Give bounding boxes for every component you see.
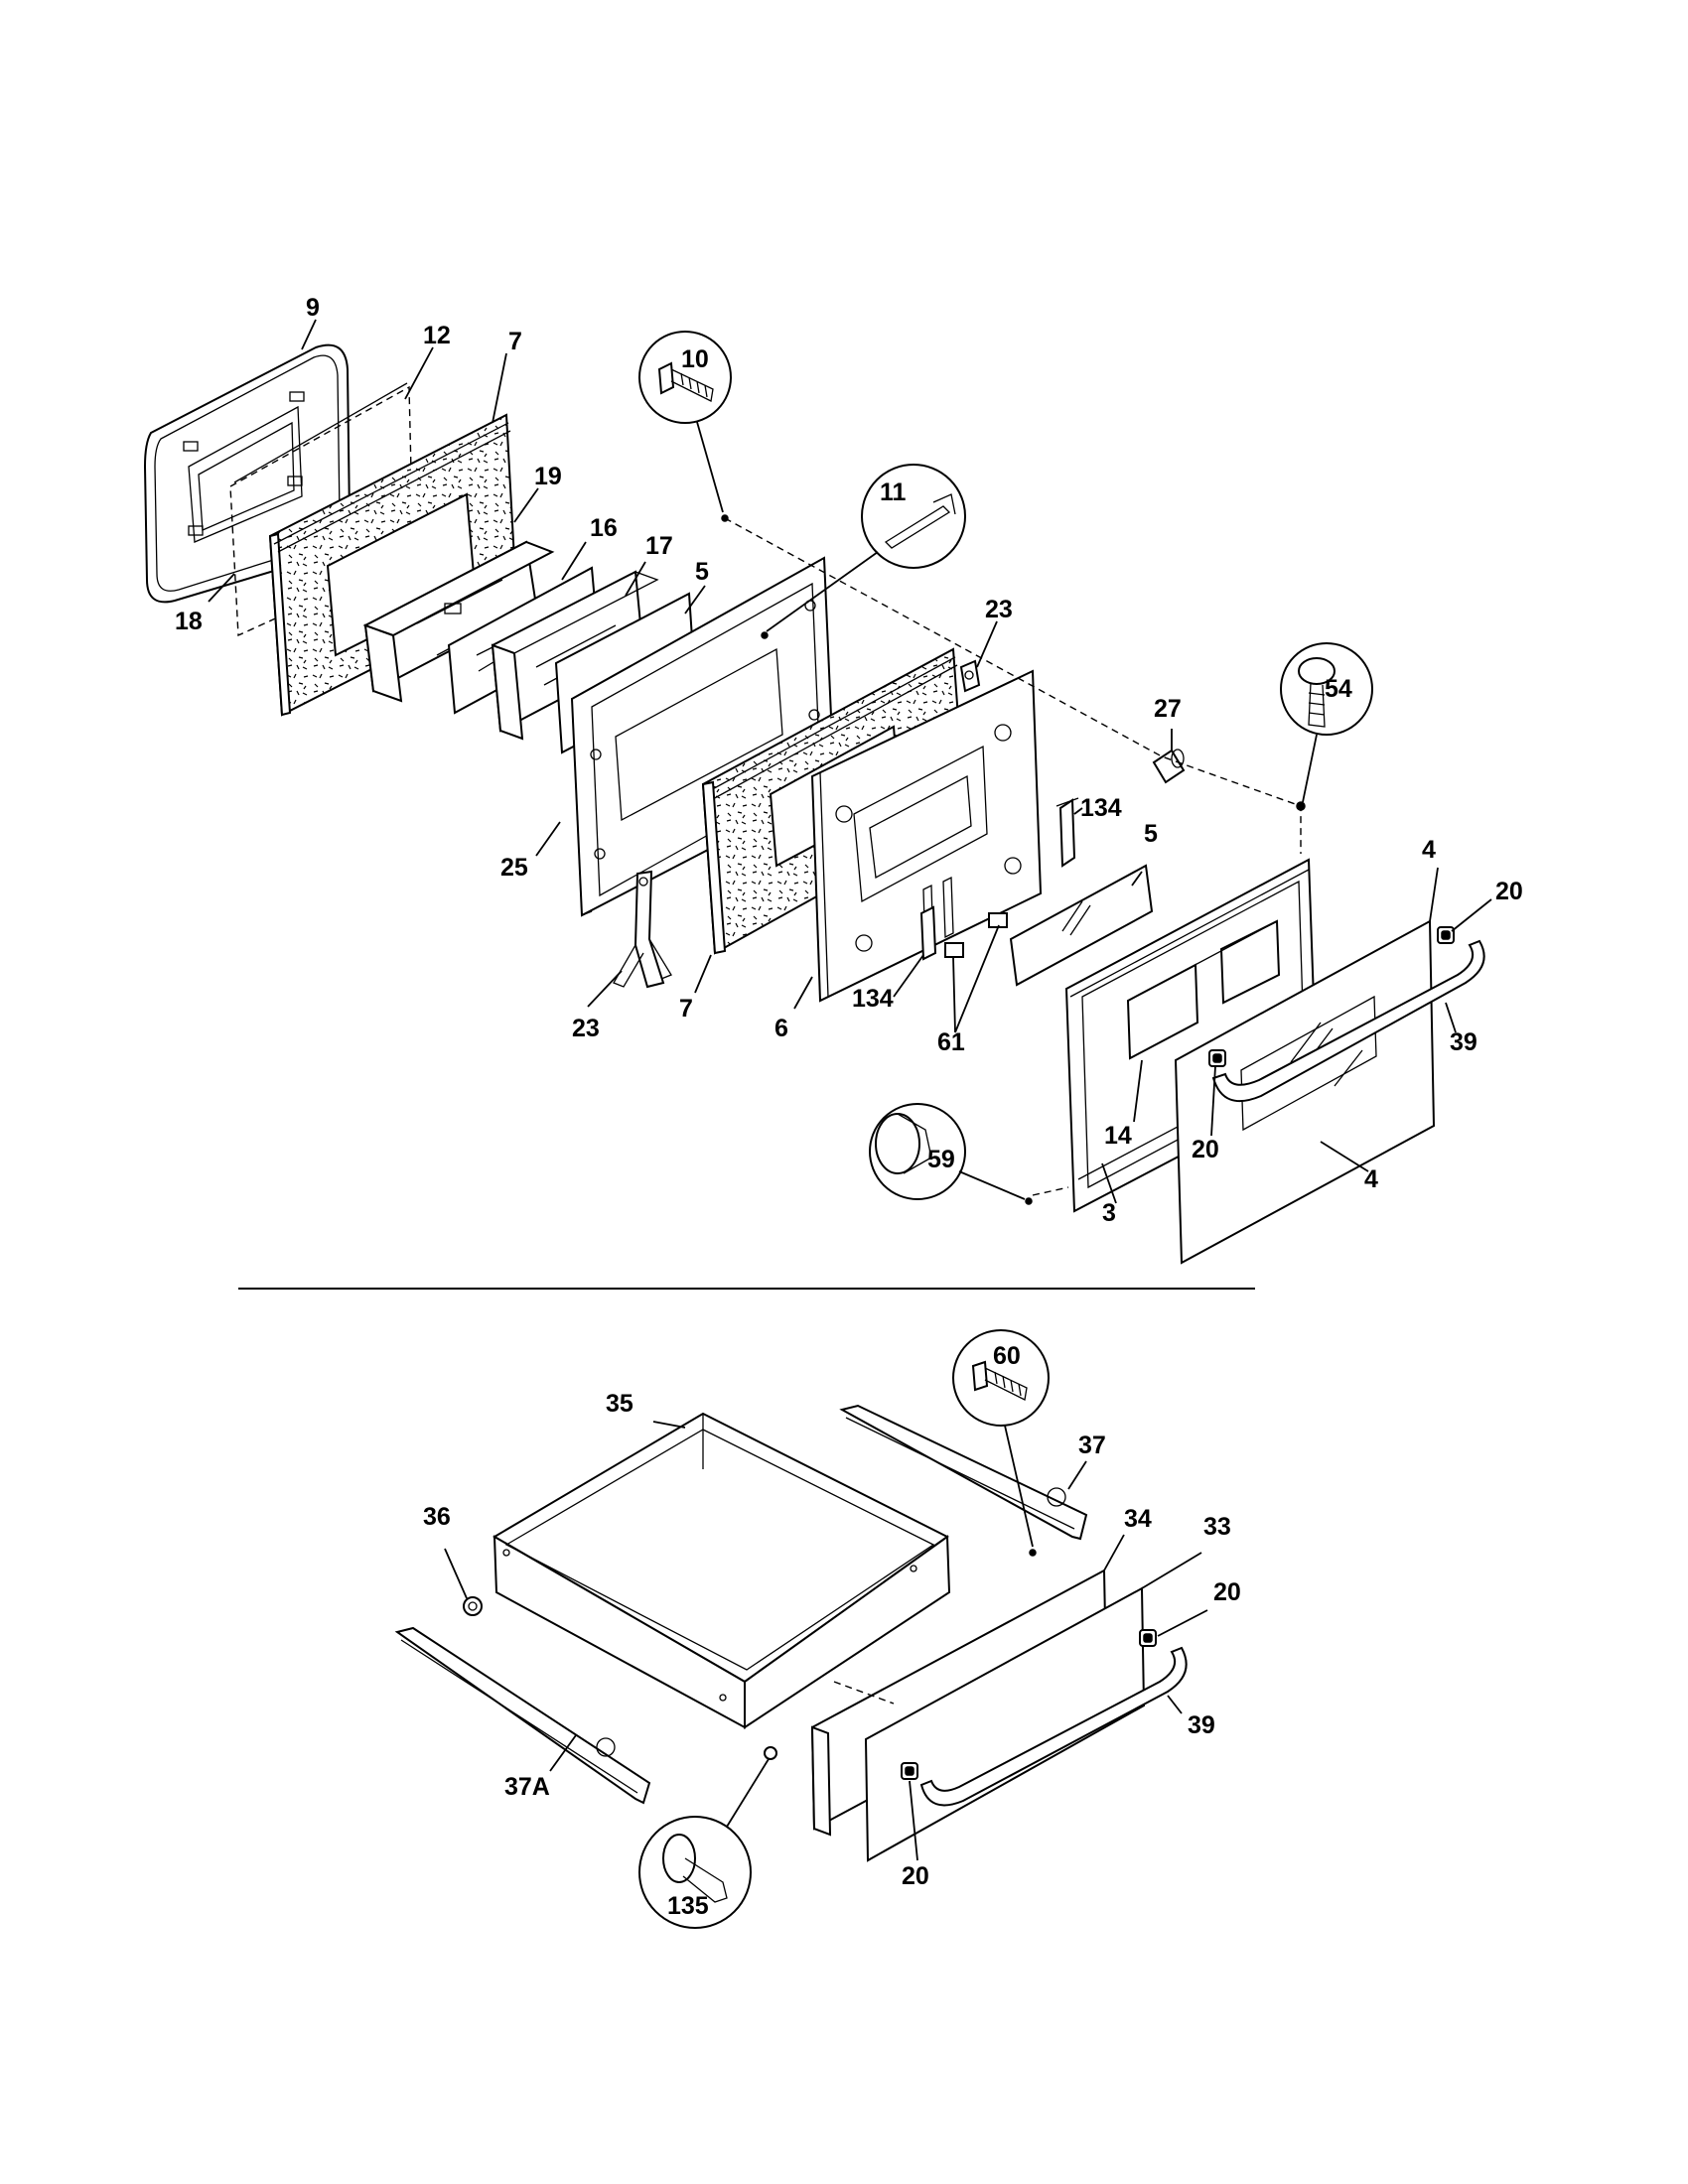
label-5: 5 [695,558,709,586]
part-37-slide-right [839,1404,1088,1541]
label-11: 11 [880,478,907,506]
label-20: 20 [1192,1136,1219,1163]
callout-labels: 9 12 7 19 16 17 5 18 10 11 23 25 23 7 6 … [175,294,1523,1920]
part-17-window-pack [491,570,659,741]
label-33: 33 [1203,1513,1231,1541]
label-27: 27 [1154,695,1182,723]
label-23: 23 [985,596,1013,623]
label-10: 10 [681,345,709,373]
oven-door-assembly [143,331,1485,1265]
label-54: 54 [1325,675,1352,703]
label-39: 39 [1188,1711,1215,1739]
part-11-clip-detail [761,464,966,639]
part-20-cap-upper-left [1208,1049,1226,1067]
part-23-hinge-lower [613,870,672,989]
part-135-stop-detail [638,1746,777,1929]
label-135: 135 [667,1892,709,1920]
part-23-hinge-upper [959,659,981,693]
part-20-cap-lower-right [1139,1629,1157,1647]
part-10-screw-detail [638,331,732,522]
label-5: 5 [1144,820,1158,848]
label-23: 23 [572,1015,600,1042]
label-25: 25 [500,854,528,882]
leader-lines [208,319,1492,1861]
part-37a-slide-left [394,1626,651,1805]
label-61: 61 [937,1028,965,1056]
part-14-window-frame [1126,919,1281,1060]
label-134: 134 [852,985,894,1013]
label-6: 6 [774,1015,788,1042]
label-7: 7 [508,328,522,355]
label-16: 16 [590,514,618,542]
label-17: 17 [645,532,673,560]
part-20-cap-lower-left [901,1762,918,1780]
label-59: 59 [927,1146,955,1173]
label-4: 4 [1422,836,1436,864]
part-134-latch-upper [1055,797,1079,868]
label-37: 37 [1078,1432,1106,1459]
label-14: 14 [1104,1122,1132,1150]
label-36: 36 [423,1503,451,1531]
label-12: 12 [423,322,451,349]
label-134: 134 [1080,794,1122,822]
label-35: 35 [606,1390,633,1418]
part-54-screw-detail [1280,642,1373,811]
drawer-assembly [394,1329,1188,1929]
part-27-roller [1152,749,1186,784]
part-5-glass-front [1009,864,1154,987]
part-36-bumper [463,1596,483,1616]
part-35-drawer-box [492,1412,951,1729]
label-4: 4 [1364,1165,1378,1193]
part-39-handle-lower [919,1646,1188,1807]
label-3: 3 [1102,1199,1116,1227]
label-7: 7 [679,995,693,1023]
part-20-cap-upper-right [1437,926,1455,944]
label-34: 34 [1124,1505,1152,1533]
part-134-latch-lower [919,905,937,961]
label-37a: 37A [504,1773,550,1801]
part-39-handle-upper [1211,939,1485,1103]
label-20: 20 [1495,878,1523,905]
part-60-screw-detail [952,1329,1050,1557]
label-20: 20 [1213,1578,1241,1606]
label-18: 18 [175,608,203,635]
part-6-door-plate [810,669,1043,1003]
part-59-knob-detail [869,1103,1033,1205]
label-9: 9 [306,294,320,322]
label-39: 39 [1450,1028,1477,1056]
label-19: 19 [534,463,562,490]
label-60: 60 [993,1342,1021,1370]
label-20: 20 [902,1862,929,1890]
